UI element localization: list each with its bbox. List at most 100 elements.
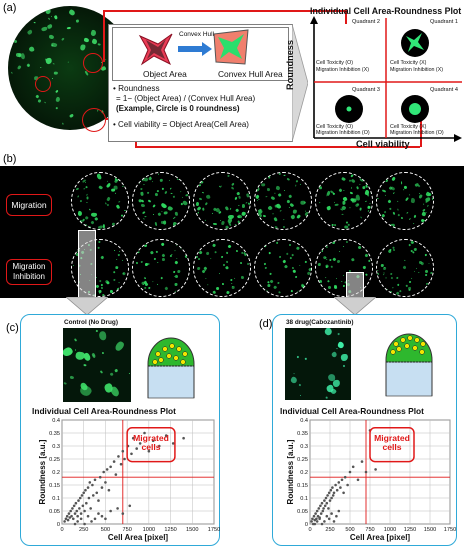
cell-speck [227,217,233,224]
cell-speck [184,254,189,259]
connector-line-top [103,10,105,62]
cell-speck [106,196,112,202]
cell-speck [113,250,116,252]
cell-speck [282,218,285,220]
cell-speck [90,212,97,218]
scatter-point [138,442,142,445]
cell-speck [88,209,91,212]
cell-speck [249,268,250,271]
cell-speck [240,289,244,293]
cell-speck [381,213,386,218]
cell-speck [431,197,433,201]
cell-speck [20,52,26,60]
cell-speck [164,190,168,194]
scatter-point [102,470,105,474]
cell-speck [402,189,405,191]
cell-speck [155,250,159,254]
cell-speck [257,214,262,218]
cell-speck [400,181,403,185]
label-b: (b) [3,153,17,165]
cell-speck [141,203,146,207]
cell-speck [96,173,102,181]
cell-speck [293,209,298,215]
scatter-point [80,494,84,497]
cell-speck [364,184,368,188]
cell-speck [28,46,35,53]
cell-speck [263,262,266,266]
scatter-point [78,496,82,500]
y-axis-title: Roundness [a.u.] [38,439,47,504]
cell-speck [73,337,78,342]
cell-speck [84,214,89,220]
connector-line-bottom-h [135,146,420,148]
scatter-point [325,514,329,518]
cell-speck [237,195,241,200]
connector-line-right [420,98,422,147]
x-tick-label: 750 [365,527,374,533]
scatter-point [72,504,76,508]
x-tick-label: 1500 [424,527,436,533]
roundness-example: (Example, Circle is 0 roundness) [116,104,240,113]
cell-speck [408,194,411,196]
cell-speck [289,214,296,220]
cell-speck [152,213,155,215]
cell-speck [387,174,390,177]
q2-toxicity: Cell Toxicity (O) [316,60,353,66]
cell-speck [27,29,34,36]
well-1-6 [376,172,434,230]
cell-speck [212,290,217,295]
cell-speck [408,243,411,246]
cell-speck [414,182,419,187]
x-tick-label: 250 [79,527,88,533]
cell-speck [283,264,288,269]
cell-speck [264,289,269,293]
cell-speck [212,244,216,248]
cell-speck [211,212,214,215]
well-1-4 [254,172,312,230]
cell-speck [241,204,246,208]
cell-speck [162,258,165,262]
cell-speck [384,276,387,279]
panel-d-plot-title: Individual Cell Area-Roundness Plot [280,406,424,416]
q4-migration: Migration Inhibition (O) [390,130,444,136]
scatter-point [77,499,80,502]
x-tick-label: 500 [345,527,354,533]
cell-speck [144,216,147,218]
quadrant-plot-title: Individual Cell Area-Roundness Plot [310,6,462,16]
cell-speck [113,179,119,185]
cell-speck [266,205,273,212]
scatter-point [317,507,321,510]
cell-speck [341,280,343,283]
highlight-column-control [78,230,96,298]
zoom-arrow-control [66,297,108,315]
cell-speck [144,263,148,267]
scatter-point [312,514,316,518]
cell-speck [180,190,182,192]
scatter-point [342,491,345,495]
cell-speck [424,253,428,257]
cell-speck [100,255,105,259]
scatter-point [79,517,83,521]
cell-speck [290,290,293,293]
q4-toxicity: Cell Toxicity (X) [390,124,427,130]
cell-speck [397,213,401,217]
scatter-point [182,436,185,440]
y-tick-label: 0.4 [300,418,308,424]
x-axis-title: Cell Area [pixel] [108,533,169,542]
cell-speck [273,216,278,222]
cell-speck [234,224,237,227]
cell-speck [342,200,346,205]
cell-speck [173,271,176,274]
scatter-point [95,491,99,495]
y-tick-label: 0.35 [297,431,308,437]
scatter-point [97,499,100,502]
y-tick-label: 0.1 [300,496,308,502]
cell-speck [382,274,384,276]
cell-speck [116,204,121,209]
cell-speck [35,94,40,99]
cell-speck [377,270,379,272]
x-axis-viability: Cell viability [356,139,410,149]
y-axis-title: Roundness [a.u.] [286,439,295,504]
scatter-point [330,512,333,515]
